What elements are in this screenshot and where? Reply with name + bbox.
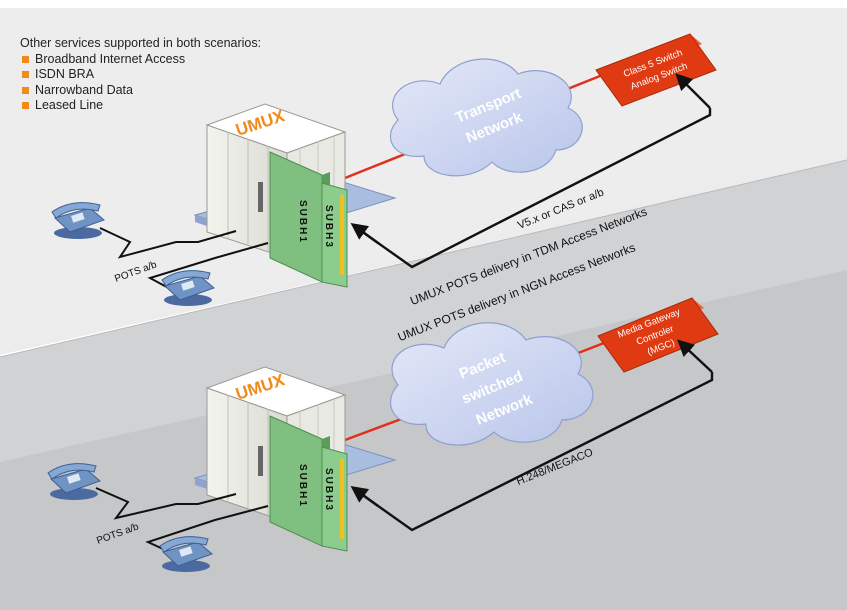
bullet-icon [22,71,29,79]
ngn-packet-cloud [389,322,594,446]
ngn-pots-wire-1 [95,487,237,520]
ngn-phone-2-icon [159,536,213,572]
tdm-phone-2-icon [161,270,215,306]
bullet-icon [22,55,29,63]
ngn-card-subh3 [321,446,348,552]
band-divider [0,159,847,358]
bullet-icon [22,102,29,110]
top-margin [0,0,847,8]
ngn-signalling-link [363,372,714,532]
services-heading: Other services supported in both scenari… [20,36,262,50]
ngn-arrow-to-umux [350,486,379,507]
tdm-card-subh3-label: SUBH3 [323,205,334,249]
tdm-transport-cloud [389,58,583,177]
bullet-icon [22,86,29,94]
tdm-class5-switch [595,33,717,107]
ngn-arrow-to-mgc [677,339,713,373]
list-item: ISDN BRA [20,67,261,83]
list-item: Narrowband Data [20,83,261,99]
tdm-card-subh3 [321,182,348,288]
list-item: Broadband Internet Access [20,52,261,68]
services-legend: Other services supported in both scenari… [20,36,261,114]
tdm-pots-wire-2 [147,242,269,293]
ngn-card-subh1-label: SUBH1 [297,464,308,508]
list-item: Leased Line [20,98,261,114]
tdm-phone-1-icon [51,202,105,239]
tdm-signalling-link [363,108,712,269]
ngn-scenario: UMUX SUBH1 SUBH3 Packet switched Network… [47,240,719,572]
ngn-card-subh3-label: SUBH3 [323,468,334,512]
tdm-pots-wire-1 [99,227,237,259]
tdm-card-subh1-label: SUBH1 [297,200,308,244]
ngn-mgc-switch [597,297,719,373]
tdm-arrow-to-switch [675,73,711,109]
tdm-arrow-to-umux [350,223,379,244]
ngn-phone-1-icon [47,463,101,500]
